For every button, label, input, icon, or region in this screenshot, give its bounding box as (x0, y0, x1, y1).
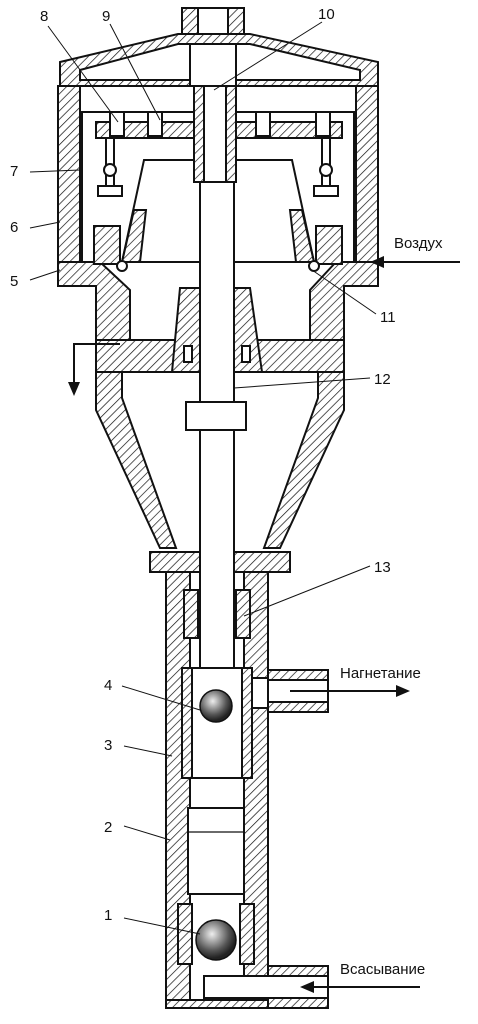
leader-lines (29, 21, 377, 935)
exhaust-arrow (68, 343, 120, 396)
upper-ball (199, 689, 233, 723)
top-nut (181, 7, 245, 35)
suction-label: Всасывание (340, 961, 425, 978)
label-8: 8 (40, 8, 48, 25)
label-10: 10 (318, 6, 335, 23)
label-3: 3 (104, 737, 112, 754)
air-inlet (370, 256, 460, 268)
label-11: 11 (380, 309, 396, 326)
label-4: 4 (104, 677, 112, 694)
label-13: 13 (374, 559, 391, 576)
label-5: 5 (10, 273, 18, 290)
suction-valve (177, 903, 255, 965)
label-12: 12 (374, 371, 391, 388)
label-7: 7 (10, 163, 18, 180)
plunger (187, 807, 245, 895)
label-9: 9 (102, 8, 110, 25)
main-rod (185, 181, 247, 673)
top-cover (59, 33, 379, 87)
discharge-label: Нагнетание (340, 665, 421, 682)
air-label: Воздух (394, 235, 443, 252)
label-2: 2 (104, 819, 112, 836)
suction-arrow (300, 981, 420, 993)
upper-piston (181, 667, 253, 779)
discharge-arrow (290, 685, 410, 697)
label-1: 1 (104, 907, 112, 924)
lower-ball (195, 919, 237, 961)
label-6: 6 (10, 219, 18, 236)
rod-sleeve (193, 85, 237, 183)
